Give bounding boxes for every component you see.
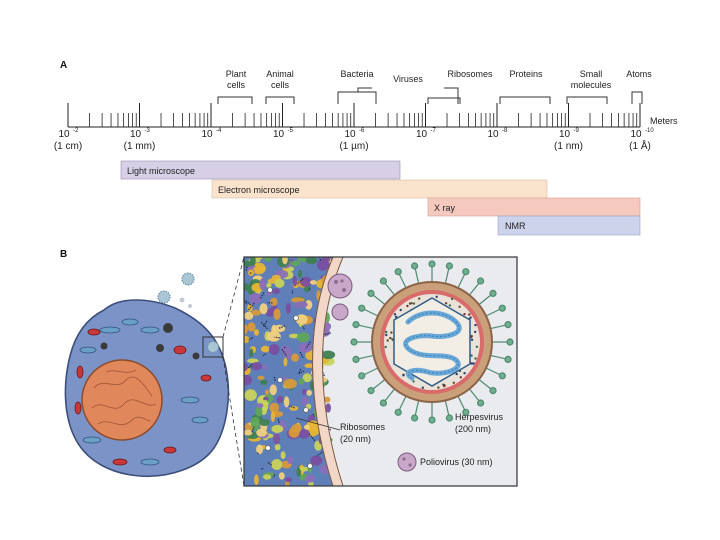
scale-label-5: 10-7 (416, 128, 437, 140)
svg-text:10: 10 (273, 129, 285, 140)
method-bar-nmr: NMR (497, 215, 641, 236)
svg-text:Small: Small (580, 69, 603, 79)
svg-text:X ray: X ray (434, 203, 456, 213)
infected-cell (64, 299, 230, 478)
svg-text:Light microscope: Light microscope (127, 166, 195, 176)
svg-text:10: 10 (344, 129, 356, 140)
scale-label-8: 10-10 (1 Å) (629, 128, 654, 152)
size-brackets (217, 87, 643, 104)
svg-text:-2: -2 (73, 128, 79, 134)
svg-text:-6: -6 (359, 128, 365, 134)
object-label-small-molecules: Small molecules (571, 69, 612, 90)
svg-text:Animal: Animal (266, 69, 294, 79)
nucleus (81, 359, 163, 441)
svg-text:10: 10 (559, 129, 571, 140)
panel-b-letter: B (60, 249, 67, 260)
zoom-guides (222, 256, 245, 487)
svg-text:-10: -10 (645, 128, 654, 134)
svg-text:-9: -9 (574, 128, 580, 134)
svg-text:(1 µm): (1 µm) (339, 141, 368, 152)
poliovirus-particle-top (327, 273, 353, 299)
svg-text:(1 mm): (1 mm) (124, 141, 156, 152)
scale-label-3: 10-5 (273, 128, 294, 140)
svg-text:cells: cells (227, 80, 246, 90)
svg-text:10: 10 (58, 129, 70, 140)
svg-text:(1 Å): (1 Å) (629, 139, 651, 152)
scale-label-7: 10-9 (1 nm) (554, 128, 583, 152)
object-label-atoms: Atoms (626, 69, 652, 79)
svg-text:-7: -7 (431, 128, 437, 134)
magnified-inset: Ribosomes (20 nm) Herpesvirus (200 nm) P… (243, 256, 518, 487)
object-label-plant-cells: Plant cells (226, 69, 247, 90)
svg-text:(1 nm): (1 nm) (554, 141, 583, 152)
poliovirus-particle-legend (397, 452, 417, 472)
ribosome-particles (265, 287, 313, 469)
svg-text:10: 10 (487, 129, 499, 140)
svg-text:(20 nm): (20 nm) (340, 434, 371, 444)
object-label-ribosomes: Ribosomes (447, 69, 493, 79)
svg-text:cells: cells (271, 80, 290, 90)
svg-text:Plant: Plant (226, 69, 247, 79)
svg-text:10: 10 (416, 129, 428, 140)
scale-label-2: 10-4 (201, 128, 222, 140)
scale-label-0: 10-2 (1 cm) (54, 128, 82, 152)
label-poliovirus: Poliovirus (30 nm) (420, 457, 493, 467)
label-ribosomes: Ribosomes (20 nm) (340, 422, 386, 444)
svg-text:molecules: molecules (571, 80, 612, 90)
object-label-bacteria: Bacteria (340, 69, 373, 79)
herpesvirus-particle (350, 260, 514, 424)
method-bar-x-ray: X ray (427, 197, 641, 217)
object-label-viruses: Viruses (393, 74, 423, 84)
svg-text:-8: -8 (502, 128, 508, 134)
svg-text:Herpesvirus: Herpesvirus (455, 412, 504, 422)
object-label-animal-cells: Animal cells (266, 69, 294, 90)
svg-text:Ribosomes: Ribosomes (340, 422, 386, 432)
svg-text:NMR: NMR (505, 221, 526, 231)
svg-text:(1 cm): (1 cm) (54, 141, 82, 152)
scale-label-6: 10-8 (487, 128, 508, 140)
poliovirus-particle-left (331, 303, 349, 321)
method-bar-light-microscope: Light microscope (120, 160, 401, 180)
log-scale-ruler (67, 103, 641, 128)
label-herpesvirus: Herpesvirus (200 nm) (455, 412, 504, 434)
panel-a-letter: A (60, 60, 67, 71)
unit-label-meters: Meters (650, 116, 678, 126)
object-label-proteins: Proteins (509, 69, 543, 79)
scale-label-1: 10-3 (1 mm) (124, 128, 156, 152)
svg-text:10: 10 (201, 129, 213, 140)
scale-label-4: 10-6 (1 µm) (339, 128, 368, 152)
released-virus-particles (157, 272, 195, 313)
svg-text:10: 10 (130, 129, 142, 140)
svg-text:Electron microscope: Electron microscope (218, 185, 300, 195)
svg-text:-4: -4 (216, 128, 222, 134)
method-bar-electron-microscope: Electron microscope (211, 179, 548, 199)
ribosome-pointer (295, 417, 341, 431)
svg-text:10: 10 (630, 129, 642, 140)
svg-text:-5: -5 (288, 128, 294, 134)
svg-text:(200 nm): (200 nm) (455, 424, 491, 434)
svg-text:-3: -3 (145, 128, 151, 134)
